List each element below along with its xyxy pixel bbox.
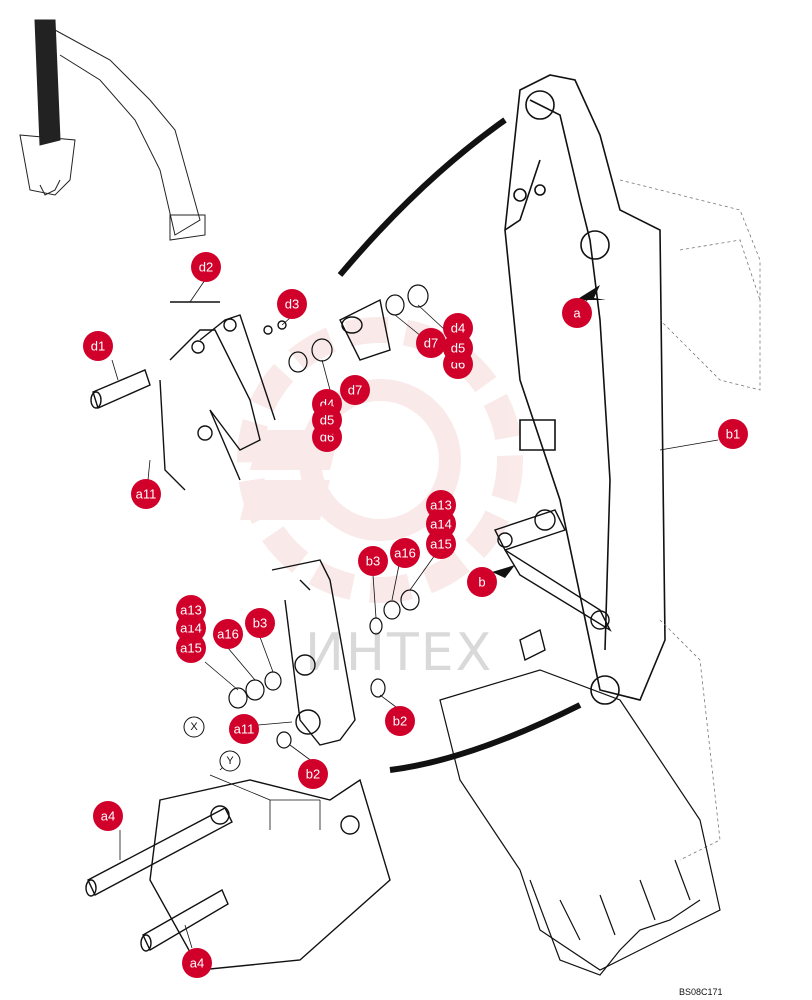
- callout-a: a: [562, 298, 592, 328]
- svg-text:X: X: [190, 721, 198, 733]
- callout-b2a: b2: [385, 706, 415, 736]
- callout-a15b: a15: [176, 633, 206, 663]
- svg-text:b2: b2: [393, 714, 407, 729]
- callout-d7a: d7: [340, 375, 370, 405]
- callout-a11a: a11: [131, 479, 161, 509]
- washers-lower: [228, 589, 420, 749]
- svg-text:d7: d7: [424, 336, 438, 351]
- svg-text:b1: b1: [726, 427, 740, 442]
- callout-a4b: a4: [182, 948, 212, 978]
- watermark-text: ИНТЕХ: [305, 623, 493, 683]
- view-marker-y: Y: [219, 750, 241, 772]
- callouts: d2 d3 d1 d6 d4 d5 d7 d6 d5 d4 d7 a b1 a1…: [83, 252, 748, 978]
- svg-text:a15: a15: [430, 537, 452, 552]
- lower-link-exploded: [85, 559, 391, 971]
- callout-b1: b1: [718, 419, 748, 449]
- view-marker-x: X: [183, 716, 205, 738]
- callout-d3: d3: [277, 289, 307, 319]
- leader-lines: [111, 279, 719, 949]
- callout-b: b: [467, 567, 497, 597]
- svg-text:a11: a11: [136, 487, 157, 502]
- svg-text:b3: b3: [253, 616, 267, 631]
- svg-text:d7: d7: [348, 383, 362, 398]
- callout-a16a: a16: [390, 538, 420, 568]
- background-linkage: [619, 179, 761, 861]
- svg-text:d1: d1: [91, 339, 105, 354]
- watermark-logo: [237, 317, 523, 603]
- svg-text:a11: a11: [234, 722, 255, 737]
- callout-d5a: d5: [312, 405, 342, 435]
- callout-a13b: a13: [176, 595, 206, 625]
- drawing-code: BS08C171: [679, 987, 723, 997]
- svg-text:a: a: [573, 306, 581, 321]
- callout-d2: d2: [191, 252, 221, 282]
- callout-d4b: d4: [443, 313, 473, 343]
- svg-text:a16: a16: [217, 627, 239, 642]
- svg-text:a14: a14: [180, 621, 202, 636]
- section-curves: [337, 117, 582, 773]
- svg-text:d4: d4: [451, 321, 465, 336]
- svg-text:a14: a14: [430, 517, 452, 532]
- svg-text:d2: d2: [199, 260, 213, 275]
- callout-d1: d1: [83, 331, 113, 361]
- svg-text:b2: b2: [306, 767, 320, 782]
- svg-text:Y: Y: [226, 755, 234, 767]
- bucket-link: [494, 509, 612, 662]
- callout-a15a: a15: [426, 529, 456, 559]
- callout-b2b: b2: [298, 759, 328, 789]
- callout-b3b: b3: [245, 608, 275, 638]
- svg-text:d5: d5: [451, 341, 465, 356]
- callout-a16b: a16: [213, 619, 243, 649]
- svg-text:a4: a4: [190, 956, 204, 971]
- svg-text:a15: a15: [180, 641, 202, 656]
- svg-text:a13: a13: [430, 498, 452, 513]
- svg-text:d5: d5: [320, 413, 334, 428]
- arm-assembly: [504, 74, 666, 705]
- svg-text:b: b: [478, 575, 485, 590]
- bucket: [439, 669, 721, 976]
- callout-a13a: a13: [426, 490, 456, 520]
- upper-link-exploded: [90, 298, 391, 491]
- svg-text:a4: a4: [101, 809, 115, 824]
- svg-text:a16: a16: [394, 546, 416, 561]
- svg-text:b3: b3: [366, 554, 380, 569]
- svg-text:d3: d3: [285, 297, 299, 312]
- thumbnail-excavator: [19, 19, 206, 241]
- callout-b3a: b3: [358, 546, 388, 576]
- callout-a11b: a11: [229, 714, 259, 744]
- svg-text:a13: a13: [180, 603, 202, 618]
- direction-arrows: [492, 285, 606, 578]
- callout-d7b: d7: [416, 328, 446, 358]
- callout-a4a: a4: [93, 801, 123, 831]
